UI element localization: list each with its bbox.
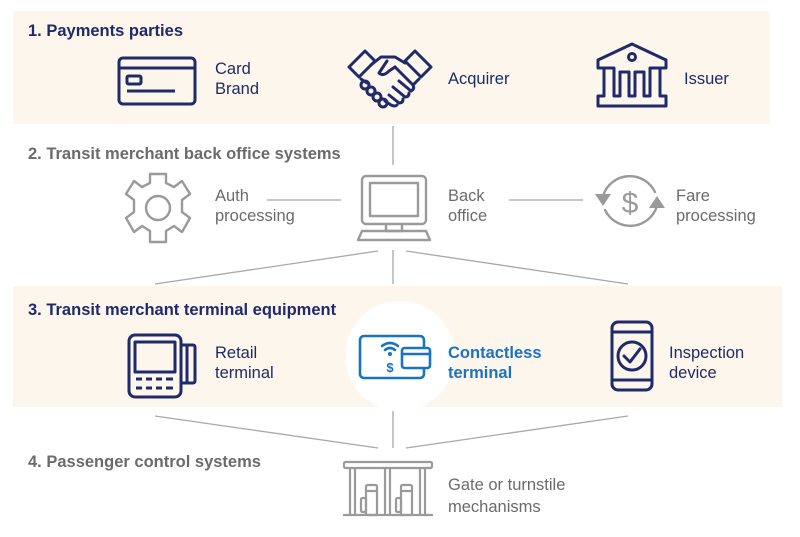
svg-text:$: $ [386, 360, 394, 375]
gear-icon [122, 172, 194, 248]
label-retail-terminal: Retail terminal [215, 344, 274, 382]
section-title-payments-parties: 1. Payments parties [28, 22, 183, 40]
bank-icon [596, 42, 668, 110]
label-acquirer: Acquirer [448, 70, 510, 88]
contactless-highlight-circle [345, 301, 455, 411]
pos-terminal-icon [127, 333, 199, 399]
connector-backoffice-retail [154, 250, 379, 285]
label-gate-turnstile: Gate or turnstile mechanisms [448, 476, 566, 516]
label-contactless-terminal: Contactless terminal [448, 344, 542, 382]
section-title-back-office-systems: 2. Transit merchant back office systems [28, 145, 341, 163]
section-title-terminal-equipment: 3. Transit merchant terminal equipment [28, 301, 337, 319]
label-auth-processing: Auth processing [215, 187, 295, 225]
label-inspection-device: Inspection device [669, 344, 745, 382]
connector-inspection-gate [405, 415, 629, 449]
computer-icon [356, 174, 432, 244]
label-fare-processing: Fare processing [676, 187, 756, 225]
dollar-cycle-icon: $ [593, 166, 667, 236]
handshake-icon [347, 45, 433, 111]
section-title-passenger-control: 4. Passenger control systems [28, 453, 261, 471]
connector-backoffice-inspection [405, 250, 629, 285]
label-card-brand: Card Brand [215, 60, 260, 98]
svg-text:$: $ [622, 187, 639, 220]
turnstile-gate-icon [341, 460, 435, 518]
contactless-terminal-icon[interactable]: $ [358, 334, 432, 380]
label-back-office: Back office [448, 187, 488, 225]
phone-check-icon [610, 320, 654, 392]
credit-card-icon [117, 56, 197, 106]
label-issuer: Issuer [684, 70, 729, 88]
connector-retail-gate [154, 415, 379, 449]
